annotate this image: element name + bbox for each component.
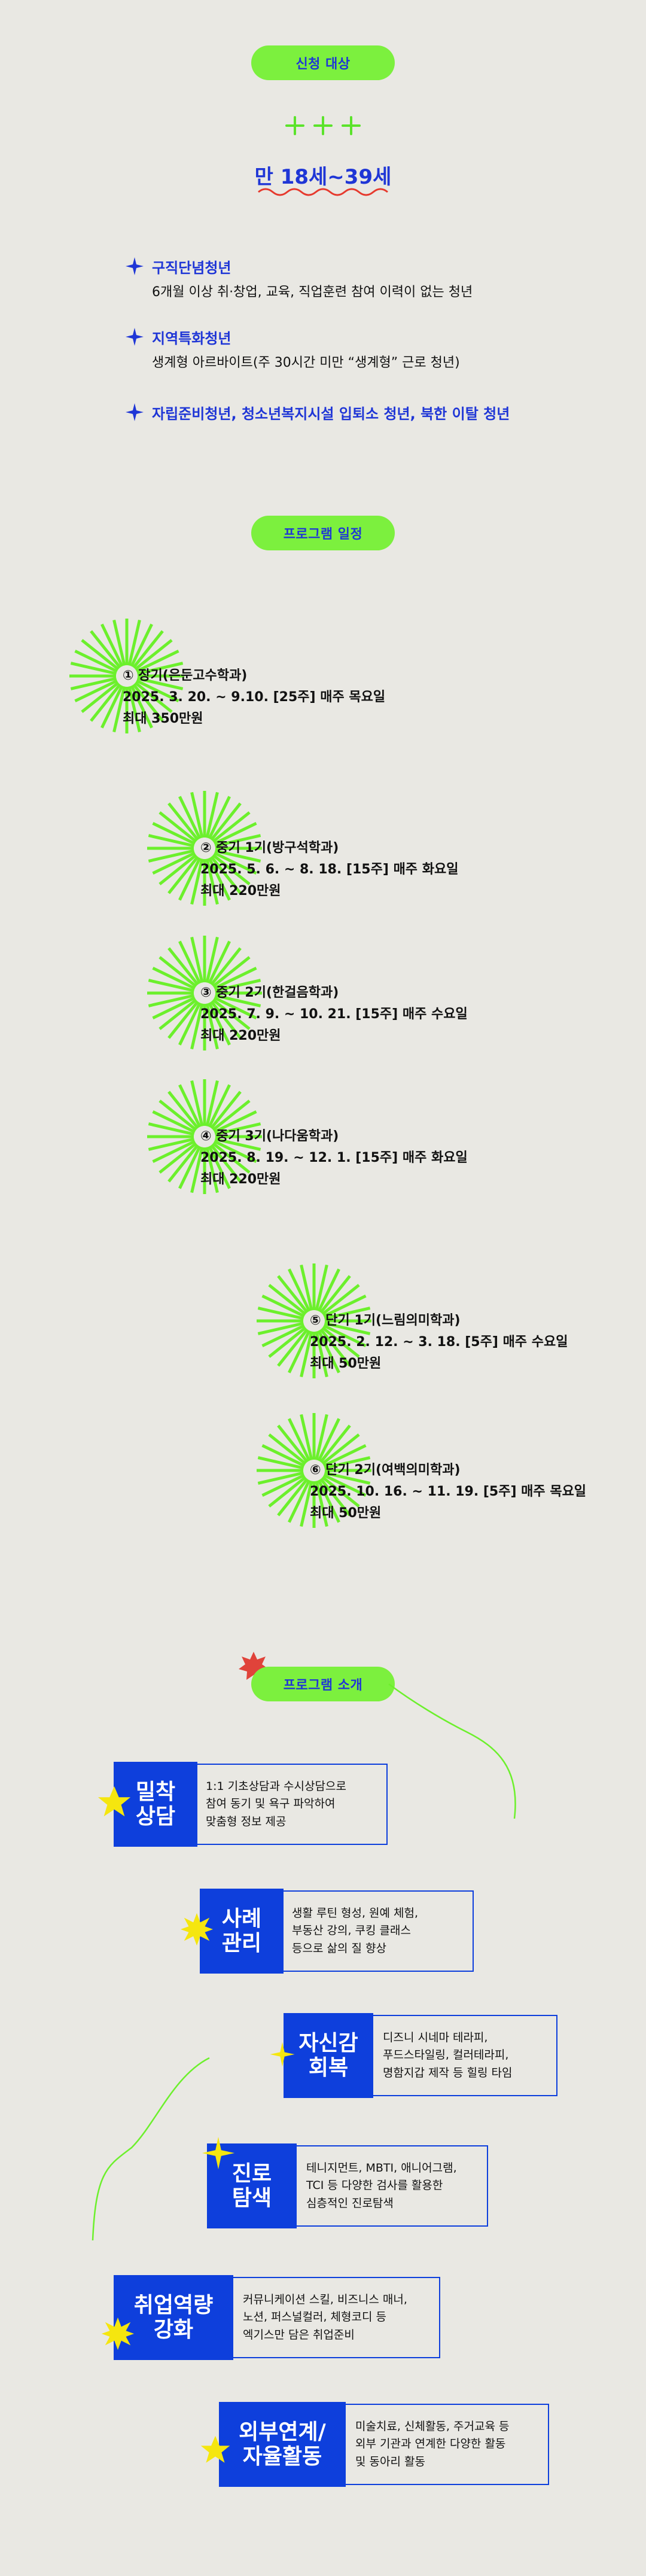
target-desc: 6개월 이상 취·창업, 교육, 직업훈련 참여 이력이 없는 청년 <box>152 285 473 300</box>
green-burst-icon <box>257 1413 371 1528</box>
section-pill-label: 신청 대상 <box>295 57 351 72</box>
target-title: 지역특화청년 <box>152 330 231 347</box>
schedule-dates: 2025. 5. 6. ~ 8. 18. [15주] 매주 화요일 <box>200 862 459 877</box>
section-pill-programs: 프로그램 소개 <box>251 1667 395 1701</box>
program-desc-line: 1:1 기초상담과 수시상담으로 <box>206 1779 346 1793</box>
section-pill-schedule: 프로그램 일정 <box>251 516 395 550</box>
program-desc-line: 커뮤니케이션 스킬, 비즈니스 매너, <box>243 2292 407 2306</box>
green-burst-icon <box>147 791 262 906</box>
section-pill-target: 신청 대상 <box>251 45 395 80</box>
schedule-max-amount: 최대 50만원 <box>310 1356 382 1371</box>
green-burst-icon <box>147 936 262 1051</box>
schedule-dates: 2025. 10. 16. ~ 11. 19. [5주] 매주 목요일 <box>310 1484 587 1499</box>
schedule-title: ① 장기(은둔고수학과) <box>123 668 248 683</box>
program-label-line: 회복 <box>308 2056 349 2080</box>
program-desc-box: 디즈니 시네마 테라피, 푸드스타일링, 컬러테라피, 명함지갑 제작 등 힐링… <box>366 2015 557 2096</box>
program-desc-box: 커뮤니케이션 스킬, 비즈니스 매너, 노션, 퍼스널컬러, 체형코디 등 엑기… <box>226 2277 440 2358</box>
program-label: 외부연계/자율활동 <box>219 2402 346 2487</box>
program-label-line: 탐색 <box>231 2186 272 2210</box>
program-desc-line: 심층적인 진로탐색 <box>306 2196 394 2210</box>
program-desc-line: 외부 기관과 연계한 다양한 활동 <box>355 2437 506 2451</box>
green-curve-line <box>388 1683 516 1819</box>
schedule-title: ② 중기 1기(방구석학과) <box>200 841 339 855</box>
program-label-line: 상담 <box>135 1804 176 1829</box>
green-burst-icon <box>147 1079 262 1194</box>
program-label-line: 취업역량 <box>133 2292 214 2318</box>
schedule-title: ⑤ 단기 1기(느림의미학과) <box>310 1313 461 1328</box>
program-label-line: 진로 <box>231 2161 272 2186</box>
program-desc-line: 디즈니 시네마 테라피, <box>383 2030 488 2044</box>
schedule-max-amount: 최대 220만원 <box>200 884 281 899</box>
program-desc-line: 부동산 강의, 쿠킹 클래스 <box>292 1924 411 1938</box>
program-desc-line: 노션, 퍼스널컬러, 체형코디 등 <box>243 2310 386 2324</box>
green-curve-line <box>92 2057 210 2241</box>
yellow-sparkle-icon <box>270 2042 295 2067</box>
program-label-line: 자신감 <box>298 2030 358 2056</box>
target-title: 구직단념청년 <box>152 260 231 276</box>
program-desc-box: 테니지먼트, MBTI, 애니어그램, TCI 등 다양한 검사를 활용한 심층… <box>290 2145 488 2227</box>
section-pill-label: 프로그램 일정 <box>283 527 363 542</box>
age-range: 만 18세~39세 <box>254 165 392 189</box>
green-burst-icon <box>257 1263 371 1378</box>
sparkle-stars-icon <box>285 116 361 135</box>
schedule-item: ① 장기(은둔고수학과) 2025. 3. 20. ~ 9.10. [25주] … <box>123 665 385 730</box>
program-desc-line: 푸드스타일링, 컬러테라피, <box>383 2048 509 2062</box>
program-desc-box: 1:1 기초상담과 수시상담으로 참여 동기 및 욕구 파악하여 맞춤형 정보 … <box>189 1764 388 1845</box>
program-desc-line: 참여 동기 및 욕구 파악하여 <box>206 1797 336 1811</box>
program-desc-line: 생활 루틴 형성, 원예 체험, <box>292 1906 419 1920</box>
schedule-title: ⑥ 단기 2기(여백의미학과) <box>310 1463 461 1478</box>
target-desc: 생계형 아르바이트(주 30시간 미만 “생계형” 근로 청년) <box>152 355 460 370</box>
schedule-max-amount: 최대 50만원 <box>310 1506 382 1521</box>
program-desc-line: TCI 등 다양한 검사를 활용한 <box>306 2179 443 2193</box>
yellow-burst-icon <box>101 2317 135 2350</box>
green-burst-icon <box>69 619 184 733</box>
schedule-item: ④ 중기 3기(나다움학과) 2025. 8. 19. ~ 12. 1. [15… <box>200 1126 468 1190</box>
schedule-title: ④ 중기 3기(나다움학과) <box>200 1129 339 1144</box>
schedule-item: ③ 중기 2기(한걸음학과) 2025. 7. 9. ~ 10. 21. [15… <box>200 982 468 1047</box>
schedule-dates: 2025. 2. 12. ~ 3. 18. [5주] 매주 수요일 <box>310 1335 568 1350</box>
program-desc-box: 미술치료, 신체활동, 주거교육 등 외부 기관과 연계한 다양한 활동 및 동… <box>339 2404 549 2485</box>
four-point-star-icon <box>126 328 144 346</box>
program-label-line: 강화 <box>153 2318 194 2342</box>
program-desc-line: 등으로 삶의 질 향상 <box>292 1941 386 1955</box>
schedule-max-amount: 최대 220만원 <box>200 1028 281 1043</box>
schedule-dates: 2025. 3. 20. ~ 9.10. [25주] 매주 목요일 <box>123 690 386 705</box>
program-label-line: 외부연계/ <box>239 2419 326 2444</box>
schedule-item: ⑤ 단기 1기(느림의미학과) 2025. 2. 12. ~ 3. 18. [5… <box>310 1310 568 1375</box>
program-label-line: 관리 <box>221 1931 262 1956</box>
schedule-item: ② 중기 1기(방구석학과) 2025. 5. 6. ~ 8. 18. [15주… <box>200 838 458 902</box>
four-point-star-icon <box>126 403 144 421</box>
program-desc-line: 엑기스만 담은 취업준비 <box>243 2328 355 2341</box>
wave-underline-icon <box>258 188 388 196</box>
schedule-dates: 2025. 7. 9. ~ 10. 21. [15주] 매주 수요일 <box>200 1007 468 1022</box>
program-label-line: 사례 <box>221 1906 262 1931</box>
program-desc-line: 맞춤형 정보 제공 <box>206 1814 287 1828</box>
target-title: 자립준비청년, 청소년복지시설 입퇴소 청년, 북한 이탈 청년 <box>152 406 510 422</box>
red-starburst-icon <box>239 1652 269 1680</box>
program-label-line: 자율활동 <box>242 2444 322 2469</box>
schedule-max-amount: 최대 350만원 <box>123 711 203 726</box>
four-point-star-icon <box>126 257 144 275</box>
schedule-dates: 2025. 8. 19. ~ 12. 1. [15주] 매주 화요일 <box>200 1150 468 1165</box>
yellow-sparkle-icon <box>202 2136 235 2170</box>
yellow-star-icon <box>200 2435 230 2463</box>
program-desc-line: 미술치료, 신체활동, 주거교육 등 <box>355 2419 510 2433</box>
schedule-title: ③ 중기 2기(한걸음학과) <box>200 985 339 1000</box>
schedule-max-amount: 최대 220만원 <box>200 1172 281 1187</box>
yellow-star-icon <box>97 1786 131 1817</box>
section-pill-label: 프로그램 소개 <box>283 1678 363 1693</box>
yellow-burst-icon <box>180 1913 214 1946</box>
program-desc-box: 생활 루틴 형성, 원예 체험, 부동산 강의, 쿠킹 클래스 등으로 삶의 질… <box>275 1890 474 1972</box>
schedule-item: ⑥ 단기 2기(여백의미학과) 2025. 10. 16. ~ 11. 19. … <box>310 1460 586 1524</box>
program-desc-line: 및 동아리 활동 <box>355 2455 425 2468</box>
program-desc-line: 테니지먼트, MBTI, 애니어그램, <box>306 2161 457 2175</box>
program-desc-line: 명함지갑 제작 등 힐링 타임 <box>383 2066 513 2079</box>
program-label-line: 밀착 <box>135 1779 176 1804</box>
